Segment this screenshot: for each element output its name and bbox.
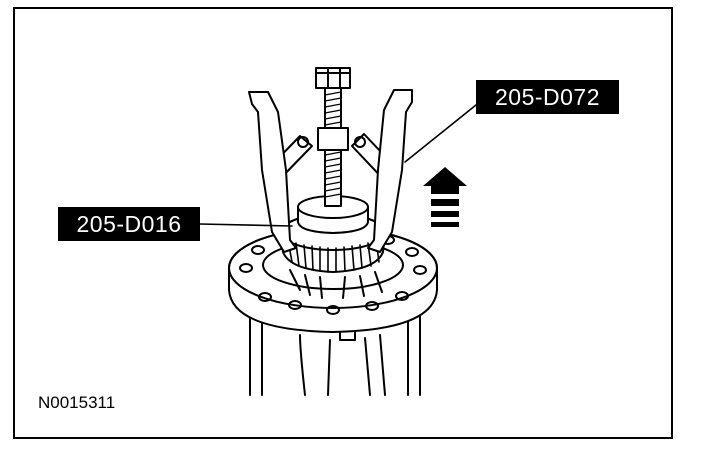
figure-id: N0015311 bbox=[38, 393, 116, 412]
leader-line-d072 bbox=[404, 104, 477, 163]
leader-line-d016 bbox=[199, 223, 293, 227]
puller-body bbox=[248, 89, 413, 253]
upward-arrow-icon bbox=[423, 167, 467, 227]
leader-lines bbox=[199, 104, 477, 227]
callout-adapter-205-D016: 205-D016 bbox=[58, 207, 200, 241]
callout-puller-205-D072: 205-D072 bbox=[476, 80, 619, 114]
axle-housing bbox=[249, 304, 421, 396]
